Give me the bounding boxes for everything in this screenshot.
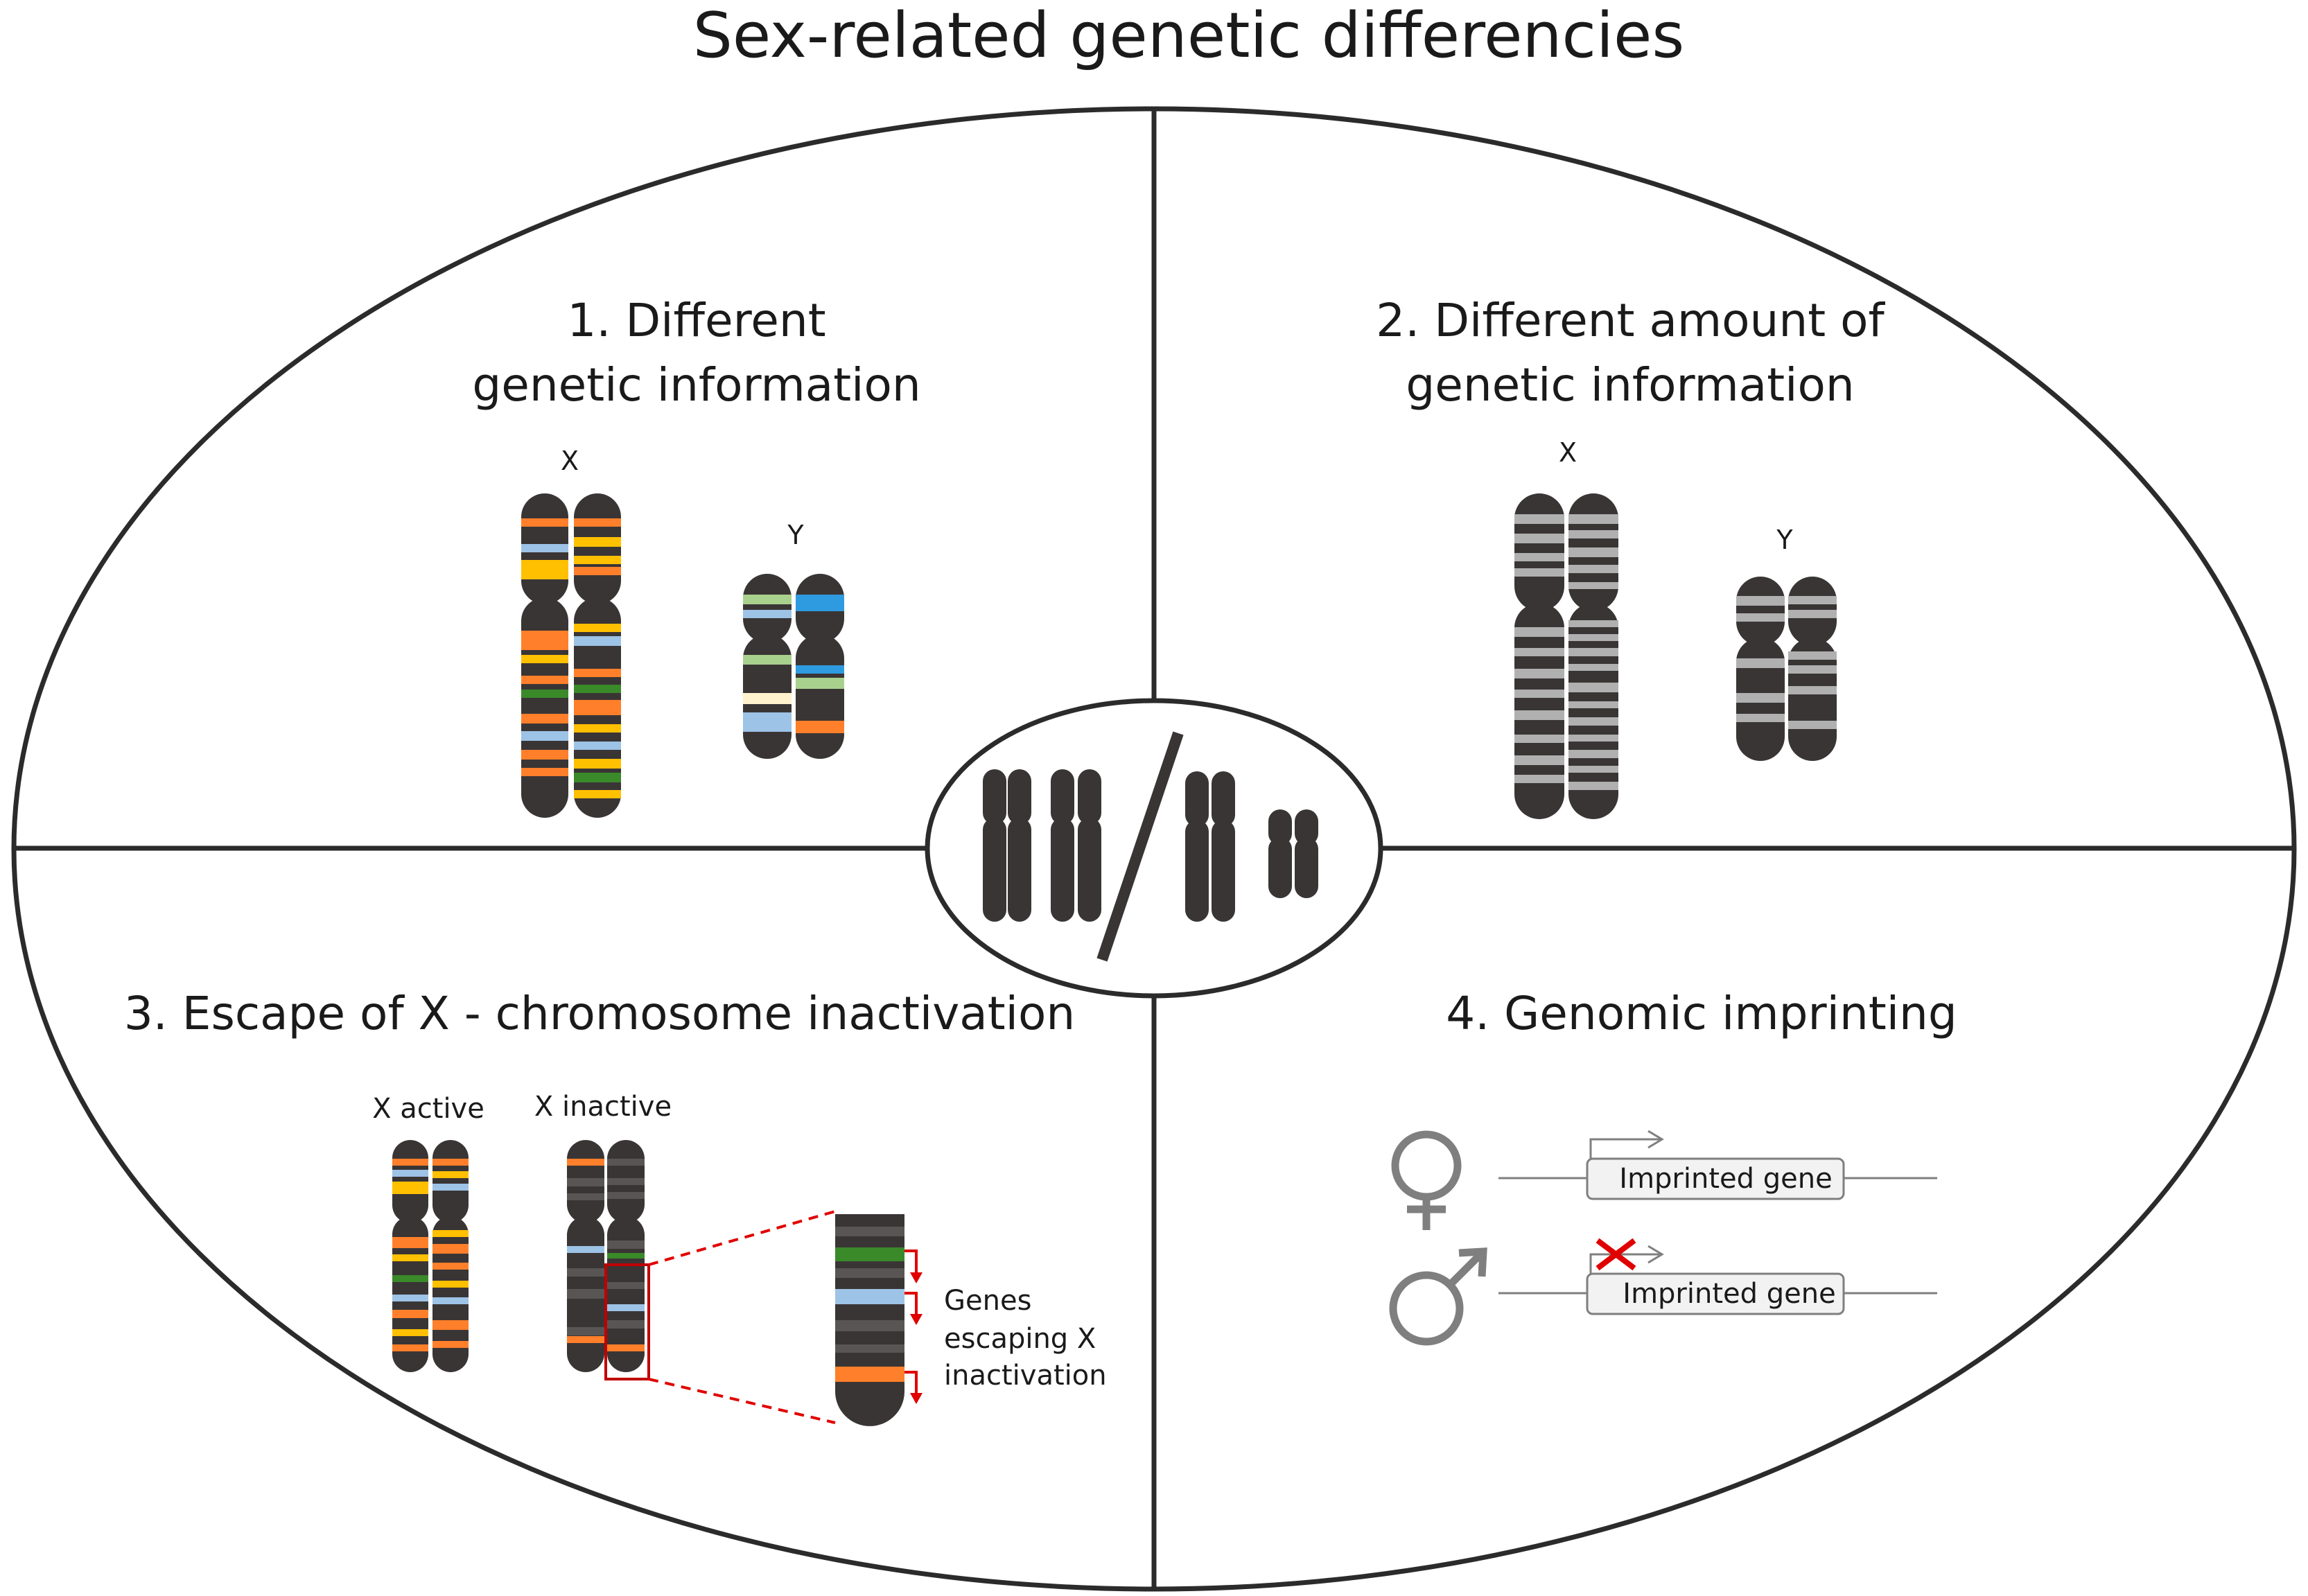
q2-y-chromosome-pair <box>1736 577 1837 761</box>
escape-arrowheads <box>910 1272 923 1404</box>
q3-x-active-label: X active <box>372 1093 484 1125</box>
male-symbol-icon <box>1389 1247 1487 1346</box>
quadrant-4: 4. Genomic imprinting Imprinted gene Imp… <box>1389 987 1957 1346</box>
male-gene-label: Imprinted gene <box>1623 1278 1835 1310</box>
quadrant-2: 2. Different amount of genetic informati… <box>1376 294 1885 819</box>
q1-heading-line2: genetic information <box>472 358 920 412</box>
center-ellipse <box>925 698 1383 999</box>
q2-heading-line1: 2. Different amount of <box>1376 294 1885 347</box>
male-gene-box <box>1586 1272 1845 1315</box>
q3-x-inactive-label: X inactive <box>534 1091 672 1123</box>
female-symbol-icon <box>1391 1130 1462 1230</box>
q1-y-chromosome-pair <box>743 574 844 759</box>
escape-label-line3: inactivation <box>944 1360 1107 1392</box>
zoomed-chromosome <box>835 1214 904 1426</box>
q1-x-label: X <box>561 446 579 476</box>
escape-label-line1: Genes <box>944 1285 1031 1317</box>
escape-label-line2: escaping X <box>944 1323 1096 1355</box>
quadrant-3: 3. Escape of X - chromosome inactivation… <box>124 987 1107 1426</box>
q1-heading-line1: 1. Different <box>567 294 825 347</box>
q1-x-chromosome-pair <box>521 493 621 818</box>
center-slash <box>1096 731 1184 962</box>
q2-y-label: Y <box>1776 525 1793 555</box>
escape-arrows <box>904 1249 918 1397</box>
zoom-line-bottom <box>648 1378 836 1424</box>
zoom-box <box>604 1263 650 1380</box>
q2-x-chromosome-pair <box>1514 493 1618 819</box>
diagram-title: Sex-related genetic differencies <box>693 0 1685 72</box>
blocked-cross-icon <box>1596 1238 1636 1271</box>
q2-heading-line2: genetic information <box>1406 358 1854 412</box>
female-promoter-arrow-icon <box>1589 1130 1664 1159</box>
center-chromosomes <box>983 769 1318 922</box>
q3-x-active-pair <box>392 1140 469 1372</box>
zoom-line-top <box>648 1210 836 1266</box>
male-promoter-arrow-icon <box>1589 1245 1664 1274</box>
female-gene-box <box>1586 1157 1845 1200</box>
female-gene-label: Imprinted gene <box>1619 1163 1832 1195</box>
q3-x-inactive-pair <box>567 1140 645 1372</box>
q2-x-label: X <box>1559 437 1577 468</box>
q3-heading: 3. Escape of X - chromosome inactivation <box>124 987 1075 1040</box>
quadrant-1: 1. Different genetic information X Y <box>472 294 921 818</box>
q4-heading: 4. Genomic imprinting <box>1446 987 1957 1040</box>
q1-y-label: Y <box>787 520 804 550</box>
